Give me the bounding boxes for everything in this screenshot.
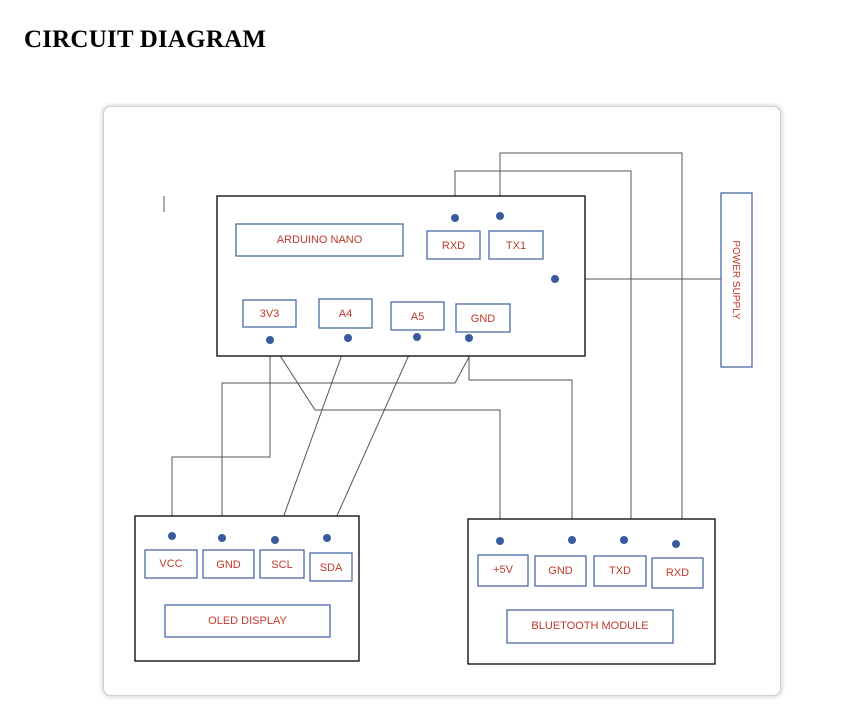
pin-dot-bt-rxd bbox=[672, 540, 680, 548]
arduino-gnd-pin-label: GND bbox=[471, 313, 496, 325]
pin-dot-arduino-3v3 bbox=[266, 336, 274, 344]
oled-sda-pin-label: SDA bbox=[320, 562, 343, 574]
bt-gnd-pin-label: GND bbox=[548, 565, 573, 577]
arduino-nano-module: ARDUINO NANO RXD TX1 3V3 A4 A5 GND bbox=[216, 195, 586, 357]
wire-gnd-to-oled-gnd bbox=[221, 338, 470, 538]
pin-dot-arduino-a5 bbox=[413, 333, 421, 341]
pin-dot-arduino-gnd bbox=[465, 334, 473, 342]
power-supply-module: POWER SUPPLY bbox=[720, 192, 753, 368]
oled-scl-pin-label: SCL bbox=[271, 559, 292, 571]
page-title: CIRCUIT DIAGRAM bbox=[24, 26, 267, 53]
pin-dot-arduino-rxd bbox=[451, 214, 459, 222]
wire-3v3-to-bt-5v bbox=[269, 339, 501, 541]
arduino-a5-pin-label: A5 bbox=[411, 311, 424, 323]
arduino-3v3-pin-label: 3V3 bbox=[260, 308, 280, 320]
pin-dot-oled-vcc bbox=[168, 532, 176, 540]
bluetooth-module: +5V GND TXD RXD BLUETOOTH MODULE bbox=[467, 518, 716, 665]
power-supply-label: POWER SUPPLY bbox=[730, 240, 741, 320]
bluetooth-module-label: BLUETOOTH MODULE bbox=[531, 620, 648, 632]
arduino-tx1-pin-label: TX1 bbox=[506, 240, 526, 252]
wire-tx1-to-bt-rxd bbox=[499, 152, 683, 544]
bt-txd-pin-label: TXD bbox=[609, 565, 631, 577]
arduino-a4-pin-label: A4 bbox=[339, 308, 352, 320]
oled-display-label: OLED DISPLAY bbox=[208, 615, 287, 627]
bt-rxd-pin-label: RXD bbox=[666, 567, 689, 579]
pin-dot-arduino-a4 bbox=[344, 334, 352, 342]
arduino-nano-label: ARDUINO NANO bbox=[277, 234, 363, 246]
wire-rxd-to-bt-txd bbox=[454, 170, 632, 540]
wire-a5-to-oled-sda bbox=[326, 336, 418, 539]
wire-a4-to-oled-scl bbox=[274, 337, 349, 541]
pin-dot-bt-5v bbox=[496, 537, 504, 545]
pin-dot-bt-gnd bbox=[568, 536, 576, 544]
oled-gnd-pin-label: GND bbox=[216, 559, 241, 571]
pin-dot-arduino-tx1 bbox=[496, 212, 504, 220]
pin-dot-oled-scl bbox=[271, 536, 279, 544]
pin-dot-oled-sda bbox=[323, 534, 331, 542]
wires bbox=[171, 152, 721, 544]
arduino-rxd-pin-label: RXD bbox=[442, 240, 465, 252]
bt-5v-pin-label: +5V bbox=[493, 564, 514, 576]
pin-dots bbox=[168, 212, 680, 548]
wire-3v3-to-oled-vcc bbox=[171, 340, 271, 536]
pin-dot-bt-txd bbox=[620, 536, 628, 544]
wire-gnd-to-bt-gnd bbox=[468, 338, 573, 540]
oled-vcc-pin-label: VCC bbox=[159, 558, 182, 570]
oled-display-module: VCC GND SCL SDA OLED DISPLAY bbox=[134, 515, 360, 662]
pin-dot-arduino-power bbox=[551, 275, 559, 283]
pin-dot-oled-gnd bbox=[218, 534, 226, 542]
